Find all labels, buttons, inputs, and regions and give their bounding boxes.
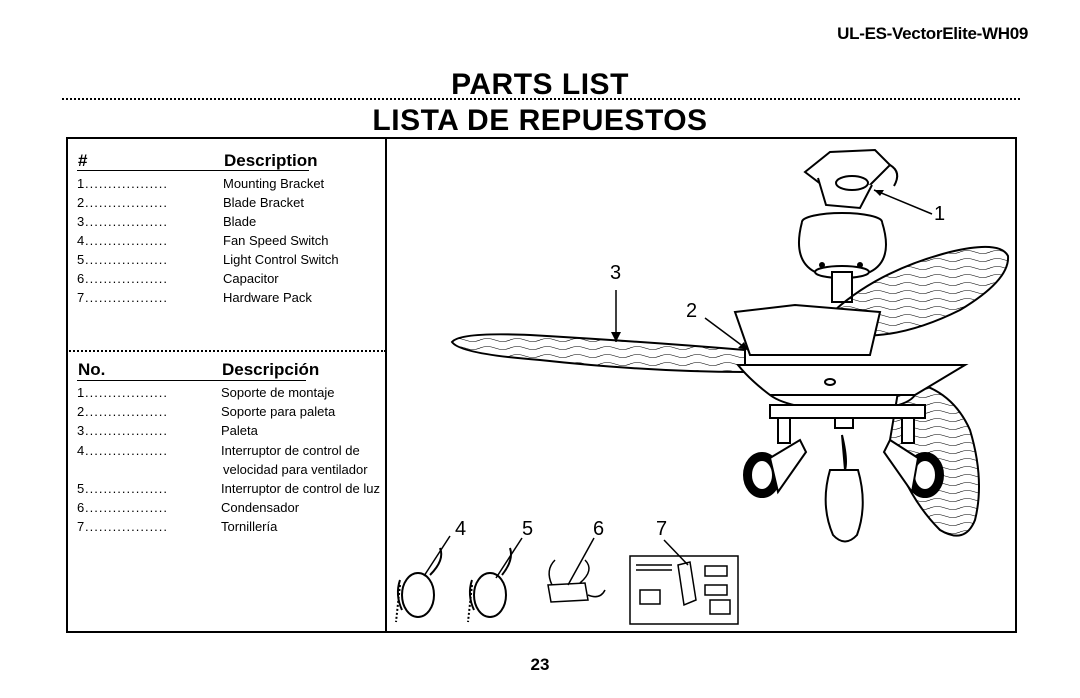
leader-line-1	[873, 189, 933, 215]
light-kit	[743, 434, 944, 543]
callout-6: 6	[593, 518, 605, 540]
list-item: 1.................. Soporte de montaje	[77, 385, 335, 400]
fan-blade	[450, 333, 746, 374]
light-control-switch	[467, 547, 512, 623]
callout-7: 7	[656, 518, 668, 540]
callout-3: 3	[610, 262, 622, 284]
leader-line-2	[704, 317, 749, 351]
header-underline-en	[77, 170, 309, 171]
list-item: 2.................. Blade Bracket	[77, 195, 304, 210]
list-item: 7.................. Hardware Pack	[77, 290, 312, 305]
title-english: PARTS LIST	[451, 68, 629, 101]
title-divider	[62, 98, 1020, 100]
desc-header-es: Descripción	[222, 360, 320, 379]
leader-line-4	[423, 535, 451, 577]
num-header-es: No.	[78, 360, 106, 379]
list-item: 2.................. Soporte para paleta	[77, 404, 336, 419]
list-item: 3.................. Blade	[77, 214, 257, 229]
list-item: 6.................. Condensador	[77, 500, 300, 515]
title-spanish: LISTA DE REPUESTOS	[372, 104, 708, 137]
fan-speed-switch	[395, 547, 443, 623]
list-item: 6.................. Capacitor	[77, 271, 279, 286]
leader-line-5	[495, 537, 523, 579]
document-code: UL-ES-VectorElite-WH09	[837, 24, 1028, 43]
list-item: 1.................. Mounting Bracket	[77, 176, 325, 191]
column-divider	[385, 137, 387, 633]
capacitor	[547, 559, 606, 603]
hardware-pack	[629, 555, 739, 625]
desc-header-en: Description	[224, 151, 318, 170]
language-divider	[66, 350, 386, 352]
list-item: 4.................. Interruptor de contr…	[77, 443, 360, 458]
leader-line-7	[663, 539, 689, 566]
callout-1: 1	[934, 203, 946, 225]
callout-4: 4	[455, 518, 467, 540]
motor-housing	[733, 303, 969, 444]
list-item: 3.................. Paleta	[77, 423, 258, 438]
callout-5: 5	[522, 518, 534, 540]
list-item: 5.................. Interruptor de contr…	[77, 481, 380, 496]
list-item: 7.................. Tornillería	[77, 519, 278, 534]
list-item-continuation: velocidad para ventilador	[223, 462, 368, 477]
parts-frame	[66, 137, 1017, 633]
list-item: 4.................. Fan Speed Switch	[77, 233, 329, 248]
header-underline-es	[77, 380, 306, 381]
leader-line-6	[567, 537, 595, 586]
page-number: 23	[530, 655, 550, 674]
callout-2: 2	[686, 300, 698, 322]
fan-canopy	[798, 212, 887, 303]
list-item: 5.................. Light Control Switch	[77, 252, 339, 267]
num-header-en: #	[78, 151, 88, 170]
mounting-bracket	[803, 148, 899, 210]
